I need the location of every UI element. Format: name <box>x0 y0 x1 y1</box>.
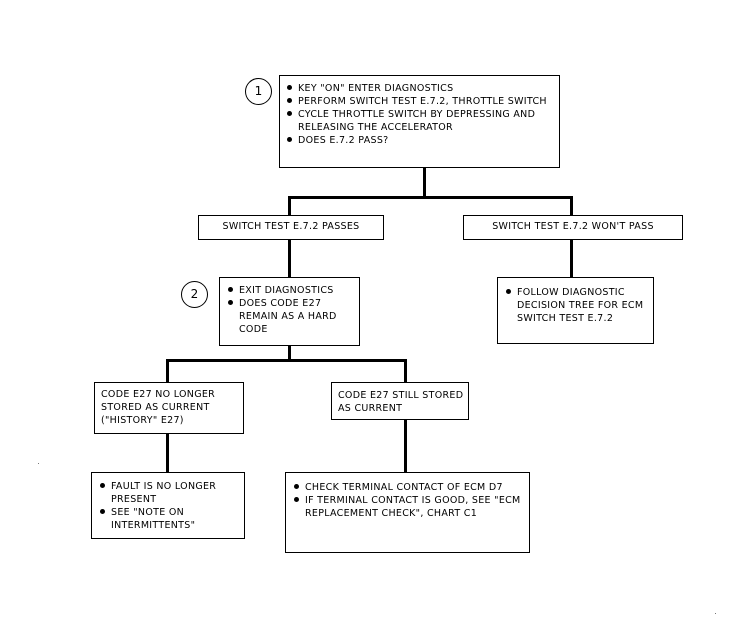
exit-step-item: EXIT DIAGNOSTICS <box>227 284 355 297</box>
code-history-box: CODE E27 NO LONGER STORED AS CURRENT ("H… <box>94 382 244 434</box>
start-checklist-box: KEY "ON" ENTER DIAGNOSTICS PERFORM SWITC… <box>279 75 560 168</box>
connector-current-to-check <box>404 420 407 473</box>
step-2-marker: 2 <box>181 281 208 308</box>
intermittent-step-item: SEE "NOTE ON INTERMITTENTS" <box>99 506 240 532</box>
connector-mid-horizontal <box>166 359 407 362</box>
start-step-item: DOES E.7.2 PASS? <box>286 134 555 147</box>
code-current-box: CODE E27 STILL STORED AS CURRENT <box>331 382 469 420</box>
scan-speck <box>38 463 39 464</box>
scan-speck <box>715 613 716 614</box>
intermittent-step-item: FAULT IS NO LONGER PRESENT <box>99 480 240 506</box>
start-step-item: KEY "ON" ENTER DIAGNOSTICS <box>286 82 555 95</box>
connector-to-pass <box>288 196 291 216</box>
check-terminal-box: CHECK TERMINAL CONTACT OF ECM D7 IF TERM… <box>285 472 530 553</box>
connector-history-to-intermittent <box>166 433 169 473</box>
exit-step-item: DOES CODE E27 REMAIN AS A HARD CODE <box>227 297 355 336</box>
pass-branch-label: SWITCH TEST E.7.2 PASSES <box>198 215 384 240</box>
connector-to-current <box>404 359 407 383</box>
step-1-marker: 1 <box>245 78 272 105</box>
fail-branch-label: SWITCH TEST E.7.2 WON'T PASS <box>463 215 683 240</box>
connector-fail-to-follow <box>570 240 573 278</box>
connector-pass-to-exit <box>288 240 291 278</box>
follow-step-item: FOLLOW DIAGNOSTIC DECISION TREE FOR ECM … <box>505 286 649 325</box>
exit-diagnostics-box: EXIT DIAGNOSTICS DOES CODE E27 REMAIN AS… <box>219 277 360 346</box>
connector-start-down <box>423 167 426 198</box>
intermittent-fault-box: FAULT IS NO LONGER PRESENT SEE "NOTE ON … <box>91 472 245 539</box>
start-step-item: CYCLE THROTTLE SWITCH BY DEPRESSING AND … <box>286 108 555 134</box>
follow-decision-tree-box: FOLLOW DIAGNOSTIC DECISION TREE FOR ECM … <box>497 277 654 344</box>
connector-top-horizontal <box>288 196 573 199</box>
connector-exit-down <box>288 345 291 361</box>
check-step-item: CHECK TERMINAL CONTACT OF ECM D7 <box>293 481 525 494</box>
connector-to-history <box>166 359 169 383</box>
connector-to-fail <box>570 196 573 216</box>
check-step-item: IF TERMINAL CONTACT IS GOOD, SEE "ECM RE… <box>293 494 525 520</box>
start-step-item: PERFORM SWITCH TEST E.7.2, THROTTLE SWIT… <box>286 95 555 108</box>
